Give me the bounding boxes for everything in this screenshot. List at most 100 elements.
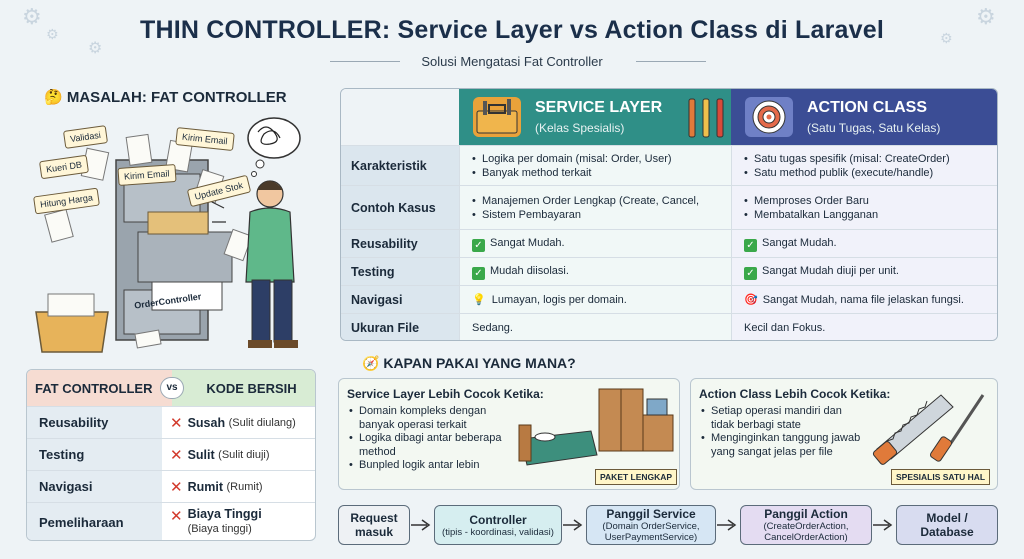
cell-line: Manajemen Order Lengkap (Create, Cancel, xyxy=(472,194,731,208)
bedroom-furniture-icon xyxy=(515,385,675,474)
action-cell: Memproses Order Baru Membatalkan Langgan… xyxy=(731,186,997,229)
card-title: Service Layer Lebih Cocok Ketika: xyxy=(347,387,544,401)
action-class-header: ACTION CLASS (Satu Tugas, Satu Kelas) xyxy=(731,89,997,145)
row-label: Karakteristik xyxy=(341,146,459,185)
gear-icon: ⚙ xyxy=(22,4,42,29)
table-row: Reusability ✓Sangat Mudah. ✓Sangat Mudah… xyxy=(341,229,997,257)
problem-title: 🤔 MASALAH: FAT CONTROLLER xyxy=(44,89,287,106)
flow-service: Panggil Service (Domain OrderService, Us… xyxy=(586,505,716,545)
cell-line: Memproses Order Baru xyxy=(744,194,997,208)
tools-icon xyxy=(685,97,729,146)
table-row: Testing ✕Sulit (Sulit diuji) xyxy=(27,438,315,470)
table-row: Contoh Kasus Manajemen Order Lengkap (Cr… xyxy=(341,185,997,229)
action-cell: Satu tugas spesifik (misal: CreateOrder)… xyxy=(731,146,997,185)
row-label: Navigasi xyxy=(27,471,162,502)
flow-action: Panggil Action (CreateOrderAction, Cance… xyxy=(740,505,872,545)
clean-code-header: KODE BERSIH xyxy=(172,370,315,406)
flow-controller: Controller (tipis - koordinasi, validasi… xyxy=(434,505,562,545)
compass-icon: 🧭 xyxy=(362,355,380,371)
action-when-card: Action Class Lebih Cocok Ketika: Setiap … xyxy=(690,378,998,490)
flow-title: Model / Database xyxy=(920,511,974,539)
service-layer-name: SERVICE LAYER xyxy=(535,99,663,116)
action-cell: Kecil dan Fokus. xyxy=(731,314,997,340)
arrow-right-icon xyxy=(563,519,583,531)
arrow-right-icon xyxy=(717,519,737,531)
service-cell: ✓Mudah diisolasi. xyxy=(459,258,731,285)
when-title: 🧭 KAPAN PAKAI YANG MANA? xyxy=(362,355,576,371)
vs-badge: vs xyxy=(160,377,184,399)
check-icon: ✓ xyxy=(744,238,757,252)
row-value: ✕ Biaya Tinggi(Biaya tinggi) xyxy=(170,507,262,535)
check-icon: ✓ xyxy=(472,266,485,280)
row-label: Navigasi xyxy=(341,286,459,313)
table-row: Ukuran File Sedang. Kecil dan Fokus. xyxy=(341,313,997,340)
row-label: Ukuran File xyxy=(341,314,459,340)
row-value: ✕Sulit (Sulit diuji) xyxy=(170,446,270,464)
row-label: Contoh Kasus xyxy=(341,186,459,229)
card-title: Action Class Lebih Cocok Ketika: xyxy=(699,387,891,401)
list-item: Domain kompleks dengan banyak operasi te… xyxy=(349,405,509,432)
cross-icon: ✕ xyxy=(170,414,183,432)
action-cell: 🎯Sangat Mudah, nama file jelaskan fungsi… xyxy=(731,286,997,313)
action-class-name: ACTION CLASS xyxy=(807,99,927,116)
fat-vs-clean-table: FAT CONTROLLER KODE BERSIH vs Reusabilit… xyxy=(26,369,316,541)
table-row: Pemeliharaan ✕ Biaya Tinggi(Biaya tinggi… xyxy=(27,502,315,540)
cell-line: Membatalkan Langganan xyxy=(744,208,997,222)
table-corner xyxy=(341,89,459,145)
fat-controller-header: FAT CONTROLLER xyxy=(27,370,172,406)
cross-icon: ✕ xyxy=(170,478,183,496)
gear-icon: ⚙ xyxy=(46,26,59,42)
specialist-tag: SPESIALIS SATU HAL xyxy=(891,469,991,485)
flow-title: Panggil Service xyxy=(606,507,696,521)
cell-line: Satu tugas spesifik (misal: CreateOrder) xyxy=(744,152,997,166)
list-item: Menginginkan tanggung jawab yang sangat … xyxy=(701,432,861,459)
card-list: Setiap operasi mandiri dan tidak berbagi… xyxy=(701,405,861,459)
check-icon: ✓ xyxy=(744,266,757,280)
list-item: Logika dibagi antar beberapa method xyxy=(349,432,509,459)
service-layer-header: SERVICE LAYER (Kelas Spesialis) xyxy=(459,89,731,145)
flow-request: Request masuk xyxy=(338,505,410,545)
row-label: Testing xyxy=(341,258,459,285)
filing-cabinet-illustration xyxy=(28,112,328,362)
table-row: Navigasi ✕Rumit (Rumit) xyxy=(27,470,315,502)
action-cell: ✓Sangat Mudah diuji per unit. xyxy=(731,258,997,285)
flow-subtitle: (CreateOrderAction, CancelOrderAction) xyxy=(763,521,849,543)
thinking-face-icon: 🤔 xyxy=(44,89,63,106)
package-tag: PAKET LENGKAP xyxy=(595,469,678,485)
flow-title: Request masuk xyxy=(350,511,398,539)
service-cell: Logika per domain (misal: Order, User) B… xyxy=(459,146,731,185)
row-label: Pemeliharaan xyxy=(27,503,162,540)
flow-title: Panggil Action xyxy=(764,507,848,521)
list-item: Setiap operasi mandiri dan tidak berbagi… xyxy=(701,405,861,432)
row-label: Reusability xyxy=(27,407,162,438)
action-cell: ✓Sangat Mudah. xyxy=(731,230,997,257)
row-value: ✕Susah (Sulit diulang) xyxy=(170,414,296,432)
table-row: Testing ✓Mudah diisolasi. ✓Sangat Mudah … xyxy=(341,257,997,285)
arrow-right-icon xyxy=(411,519,431,531)
flow-title: Controller xyxy=(469,512,527,527)
divider xyxy=(330,61,400,62)
row-label: Testing xyxy=(27,439,162,470)
cell-line: Sistem Pembayaran xyxy=(472,208,731,222)
flow-database: Model / Database xyxy=(896,505,998,545)
service-cell: ✓Sangat Mudah. xyxy=(459,230,731,257)
gear-icon: ⚙ xyxy=(976,4,996,29)
service-cell: Sedang. xyxy=(459,314,731,340)
table-row: Reusability ✕Susah (Sulit diulang) xyxy=(27,406,315,438)
service-cell: Manajemen Order Lengkap (Create, Cancel,… xyxy=(459,186,731,229)
action-class-subtitle: (Satu Tugas, Satu Kelas) xyxy=(807,121,941,135)
flow-subtitle: (tipis - koordinasi, validasi) xyxy=(442,526,554,538)
toolbox-icon xyxy=(473,97,521,137)
flow-subtitle: (Domain OrderService, UserPaymentService… xyxy=(602,521,700,543)
table-row: Karakteristik Logika per domain (misal: … xyxy=(341,145,997,185)
gear-icon: ⚙ xyxy=(88,40,103,57)
arrow-right-icon xyxy=(873,519,893,531)
cell-line: Banyak method terkait xyxy=(472,166,731,180)
page-subtitle: Solusi Mengatasi Fat Controller xyxy=(421,54,603,69)
service-when-card: Service Layer Lebih Cocok Ketika: Domain… xyxy=(338,378,680,490)
card-list: Domain kompleks dengan banyak operasi te… xyxy=(349,405,509,473)
gear-icon: ⚙ xyxy=(940,30,953,46)
target-icon xyxy=(745,97,793,137)
comparison-table: SERVICE LAYER (Kelas Spesialis) ACTION C… xyxy=(340,88,998,341)
cross-icon: ✕ xyxy=(170,508,183,525)
